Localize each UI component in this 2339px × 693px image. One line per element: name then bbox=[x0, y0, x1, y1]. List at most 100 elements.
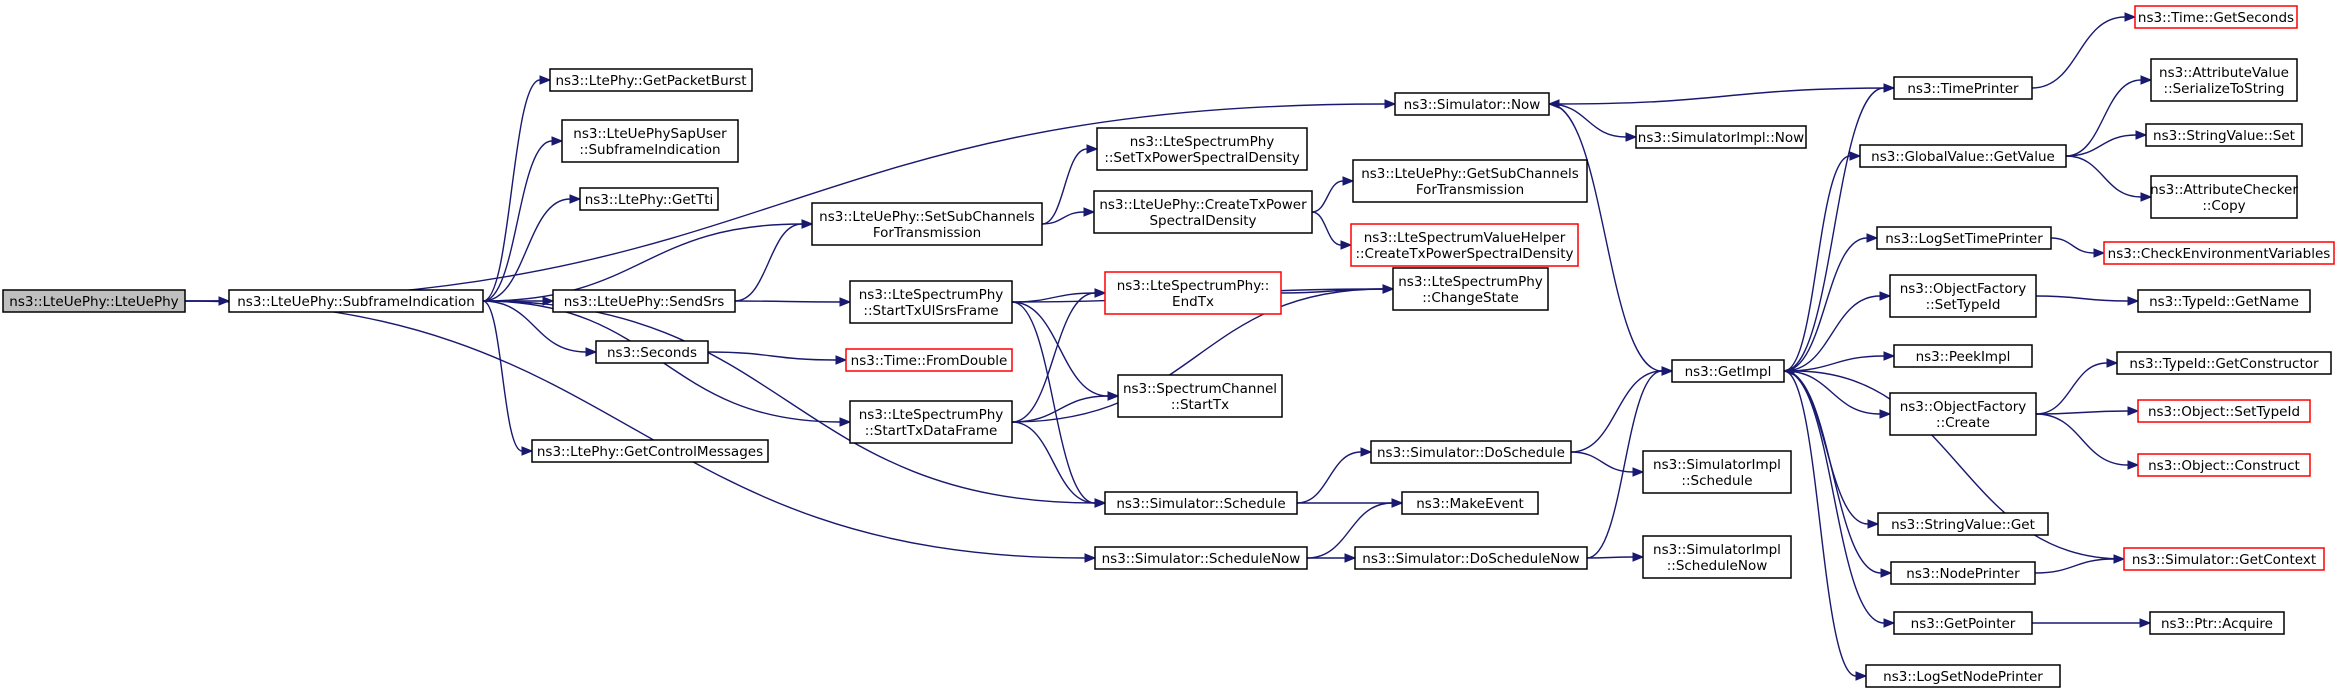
node-doschedule[interactable]: ns3::Simulator::DoSchedule bbox=[1370, 440, 1572, 464]
edge-getimpl-to-gvget bbox=[1783, 151, 1862, 372]
node-getpointer[interactable]: ns3::GetPointer bbox=[1893, 611, 2033, 635]
node-peekimpl[interactable]: ns3::PeekImpl bbox=[1893, 344, 2033, 368]
node-label: ns3::ObjectFactory bbox=[1900, 281, 2027, 297]
node-getsubch[interactable]: ns3::LteUePhy::GetSubChannelsForTransmis… bbox=[1352, 159, 1588, 203]
edge-now-to-getimpl bbox=[1548, 103, 1674, 376]
node-label: ns3::LteUePhy::SetSubChannels bbox=[819, 209, 1035, 225]
node-logsettime[interactable]: ns3::LogSetTimePrinter bbox=[1876, 226, 2052, 250]
node-getseconds[interactable]: ns3::Time::GetSeconds bbox=[2134, 5, 2298, 29]
node-getcontext[interactable]: ns3::Simulator::GetContext bbox=[2123, 547, 2325, 571]
node-endtx[interactable]: ns3::LteSpectrumPhy::EndTx bbox=[1104, 271, 1282, 315]
node-label: EndTx bbox=[1172, 294, 1214, 310]
node-label: ns3::TypeId::GetName bbox=[2149, 294, 2299, 310]
node-label: ns3::LteSpectrumPhy bbox=[859, 407, 1004, 423]
node-box bbox=[1889, 392, 2037, 436]
node-box bbox=[1350, 223, 1579, 267]
node-box bbox=[1394, 92, 1550, 116]
node-getpacketburst[interactable]: ns3::LtePhy::GetPacketBurst bbox=[549, 68, 753, 92]
node-typegetname[interactable]: ns3::TypeId::GetName bbox=[2137, 289, 2311, 313]
node-ptracquire[interactable]: ns3::Ptr::Acquire bbox=[2149, 611, 2285, 635]
node-helper[interactable]: ns3::LteSpectrumValueHelper::CreateTxPow… bbox=[1350, 223, 1579, 267]
node-settxpsd[interactable]: ns3::LteSpectrumPhy::SetTxPowerSpectralD… bbox=[1096, 127, 1308, 171]
node-gettti[interactable]: ns3::LtePhy::GetTti bbox=[579, 187, 719, 211]
node-label: ns3::Object::SetTypeId bbox=[2148, 404, 2300, 420]
node-ofsettype[interactable]: ns3::ObjectFactory::SetTypeId bbox=[1889, 274, 2037, 318]
edge-endtx-to-changestate bbox=[1280, 284, 1395, 294]
edge-getimpl-to-strget bbox=[1783, 370, 1880, 529]
node-label: ::Create bbox=[1936, 415, 1990, 431]
node-chstarttx[interactable]: ns3::SpectrumChannel::StartTx bbox=[1117, 374, 1283, 418]
node-label: ns3::LteUePhy::GetSubChannels bbox=[1361, 166, 1579, 182]
edge-logsettime-to-checkenv bbox=[2050, 237, 2106, 258]
node-createtxpsd[interactable]: ns3::LteUePhy::CreateTxPowerSpectralDens… bbox=[1093, 190, 1313, 234]
node-implNow[interactable]: ns3::SimulatorImpl::Now bbox=[1635, 125, 1807, 149]
node-objconstruct[interactable]: ns3::Object::Construct bbox=[2137, 453, 2311, 477]
node-box bbox=[1859, 144, 2067, 168]
node-label: ns3::LteUePhy::SendSrs bbox=[564, 294, 725, 310]
node-sendsrs[interactable]: ns3::LteUePhy::SendSrs bbox=[552, 289, 736, 313]
node-label: ns3::ObjectFactory bbox=[1900, 399, 2027, 415]
node-label: ns3::Simulator::DoScheduleNow bbox=[1362, 551, 1579, 567]
node-logsetnode[interactable]: ns3::LogSetNodePrinter bbox=[1865, 664, 2061, 688]
node-datafr[interactable]: ns3::LteSpectrumPhy::StartTxDataFrame bbox=[849, 400, 1013, 444]
node-timeprinter[interactable]: ns3::TimePrinter bbox=[1893, 76, 2033, 100]
node-getctrl[interactable]: ns3::LtePhy::GetControlMessages bbox=[531, 439, 769, 463]
node-label: ns3::LteUePhySapUser bbox=[573, 126, 727, 142]
node-box bbox=[2150, 175, 2298, 219]
node-box bbox=[1104, 491, 1298, 515]
node-box bbox=[1354, 546, 1588, 570]
node-box bbox=[2, 289, 186, 313]
edge-ofcreate-to-typegetctor bbox=[2035, 358, 2119, 415]
node-ulsrs[interactable]: ns3::LteSpectrumPhy::StartTxUlSrsFrame bbox=[849, 280, 1013, 324]
node-typegetctor[interactable]: ns3::TypeId::GetConstructor bbox=[2116, 351, 2332, 375]
node-changestate[interactable]: ns3::LteSpectrumPhy::ChangeState bbox=[1392, 267, 1549, 311]
node-scheduleNow[interactable]: ns3::Simulator::ScheduleNow bbox=[1094, 546, 1308, 570]
node-objsettype[interactable]: ns3::Object::SetTypeId bbox=[2137, 399, 2311, 423]
edge-getimpl-to-getpointer bbox=[1783, 370, 1896, 628]
node-seconds[interactable]: ns3::Seconds bbox=[595, 340, 709, 364]
node-box bbox=[849, 280, 1013, 324]
node-implSched[interactable]: ns3::SimulatorImpl::Schedule bbox=[1642, 450, 1792, 494]
node-label: ::SetTypeId bbox=[1926, 297, 2001, 313]
node-box bbox=[1635, 125, 1807, 149]
node-checkenv[interactable]: ns3::CheckEnvironmentVariables bbox=[2103, 241, 2335, 265]
node-box bbox=[1370, 440, 1572, 464]
node-setsubch[interactable]: ns3::LteUePhy::SetSubChannelsForTransmis… bbox=[811, 202, 1043, 246]
node-fromdouble[interactable]: ns3::Time::FromDouble bbox=[845, 348, 1013, 372]
node-box bbox=[1876, 226, 2052, 250]
node-makeevent[interactable]: ns3::MakeEvent bbox=[1401, 491, 1539, 515]
node-box bbox=[1642, 450, 1792, 494]
edge-now-to-implNow bbox=[1548, 103, 1638, 142]
node-label: ns3::LteUePhy::SubframeIndication bbox=[237, 294, 475, 310]
node-label: ns3::Simulator::ScheduleNow bbox=[1102, 551, 1301, 567]
node-strset[interactable]: ns3::StringValue::Set bbox=[2145, 123, 2303, 147]
node-ofcreate[interactable]: ns3::ObjectFactory::Create bbox=[1889, 392, 2037, 436]
node-checkercopy[interactable]: ns3::AttributeChecker::Copy bbox=[2150, 175, 2298, 219]
node-sapuser[interactable]: ns3::LteUePhySapUser::SubframeIndication bbox=[561, 119, 739, 163]
node-label: ns3::GlobalValue::GetValue bbox=[1871, 149, 2055, 165]
edge-ulsrs-to-schedule bbox=[1011, 301, 1107, 508]
edge-subframe-to-seconds bbox=[482, 300, 598, 357]
node-box bbox=[1893, 611, 2033, 635]
node-implSchedNow[interactable]: ns3::SimulatorImpl::ScheduleNow bbox=[1642, 535, 1792, 579]
node-schedule[interactable]: ns3::Simulator::Schedule bbox=[1104, 491, 1298, 515]
edge-setsubch-to-createtxpsd bbox=[1041, 207, 1096, 225]
node-label: ns3::CheckEnvironmentVariables bbox=[2108, 246, 2331, 262]
node-nodeprinter[interactable]: ns3::NodePrinter bbox=[1890, 561, 2036, 585]
node-serialize[interactable]: ns3::AttributeValue::SerializeToString bbox=[2150, 58, 2298, 102]
node-label: ns3::SimulatorImpl bbox=[1653, 542, 1781, 558]
node-strget[interactable]: ns3::StringValue::Get bbox=[1877, 512, 2049, 536]
edge-doschedule-to-getimpl bbox=[1570, 366, 1674, 453]
node-doscheduleNow[interactable]: ns3::Simulator::DoScheduleNow bbox=[1354, 546, 1588, 570]
node-getimpl[interactable]: ns3::GetImpl bbox=[1671, 359, 1785, 383]
node-now[interactable]: ns3::Simulator::Now bbox=[1394, 92, 1550, 116]
node-gvget[interactable]: ns3::GlobalValue::GetValue bbox=[1859, 144, 2067, 168]
edge-gvget-to-checkercopy bbox=[2065, 155, 2153, 202]
edge-subframe-to-gettti bbox=[482, 194, 582, 302]
node-box bbox=[1401, 491, 1539, 515]
node-subframe[interactable]: ns3::LteUePhy::SubframeIndication bbox=[228, 289, 484, 313]
edge-getimpl-to-logsetnode bbox=[1783, 370, 1868, 681]
node-label: ns3::MakeEvent bbox=[1416, 496, 1524, 512]
node-root[interactable]: ns3::LteUePhy::LteUePhy bbox=[2, 289, 186, 313]
node-box bbox=[1352, 159, 1588, 203]
